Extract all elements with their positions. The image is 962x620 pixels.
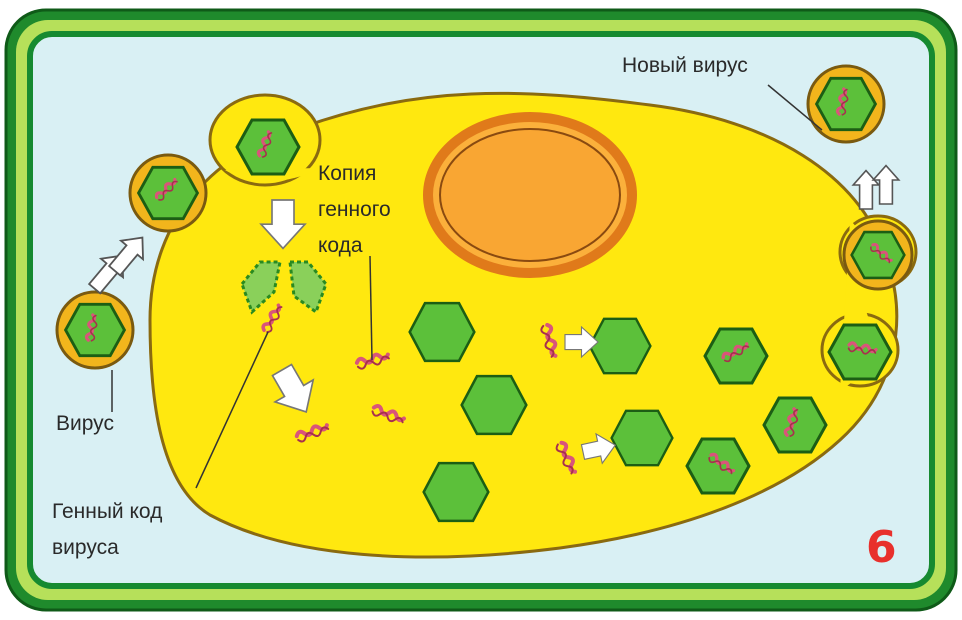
label-gene-line2: вируса (52, 536, 119, 559)
label-new-virus: Новый вирус (622, 54, 748, 77)
assembled-virus-1 (705, 329, 767, 383)
label-copy-line2: генного (318, 198, 391, 221)
label-copy-line3: кода (318, 234, 363, 257)
budding-virus (844, 221, 912, 289)
assembled-virus-4 (829, 325, 891, 379)
empty-capsid-5 (612, 411, 673, 465)
empty-capsid-3 (424, 463, 489, 521)
label-virus: Вирус (56, 412, 114, 435)
virus-outside-top (130, 155, 206, 231)
virus-entering-membrane (237, 120, 299, 174)
new-virus (808, 66, 884, 142)
assembled-virus-3 (687, 439, 749, 493)
empty-capsid-2 (462, 376, 527, 434)
label-copy-line1: Копия (318, 162, 376, 185)
empty-capsid-4 (590, 319, 651, 373)
empty-capsid-1 (410, 303, 475, 361)
assembled-virus-2 (764, 398, 826, 452)
panel-number: 6 (866, 522, 897, 573)
nucleus (440, 129, 620, 261)
label-gene-line1: Генный код (52, 500, 162, 523)
virus-outside-left (57, 292, 133, 368)
